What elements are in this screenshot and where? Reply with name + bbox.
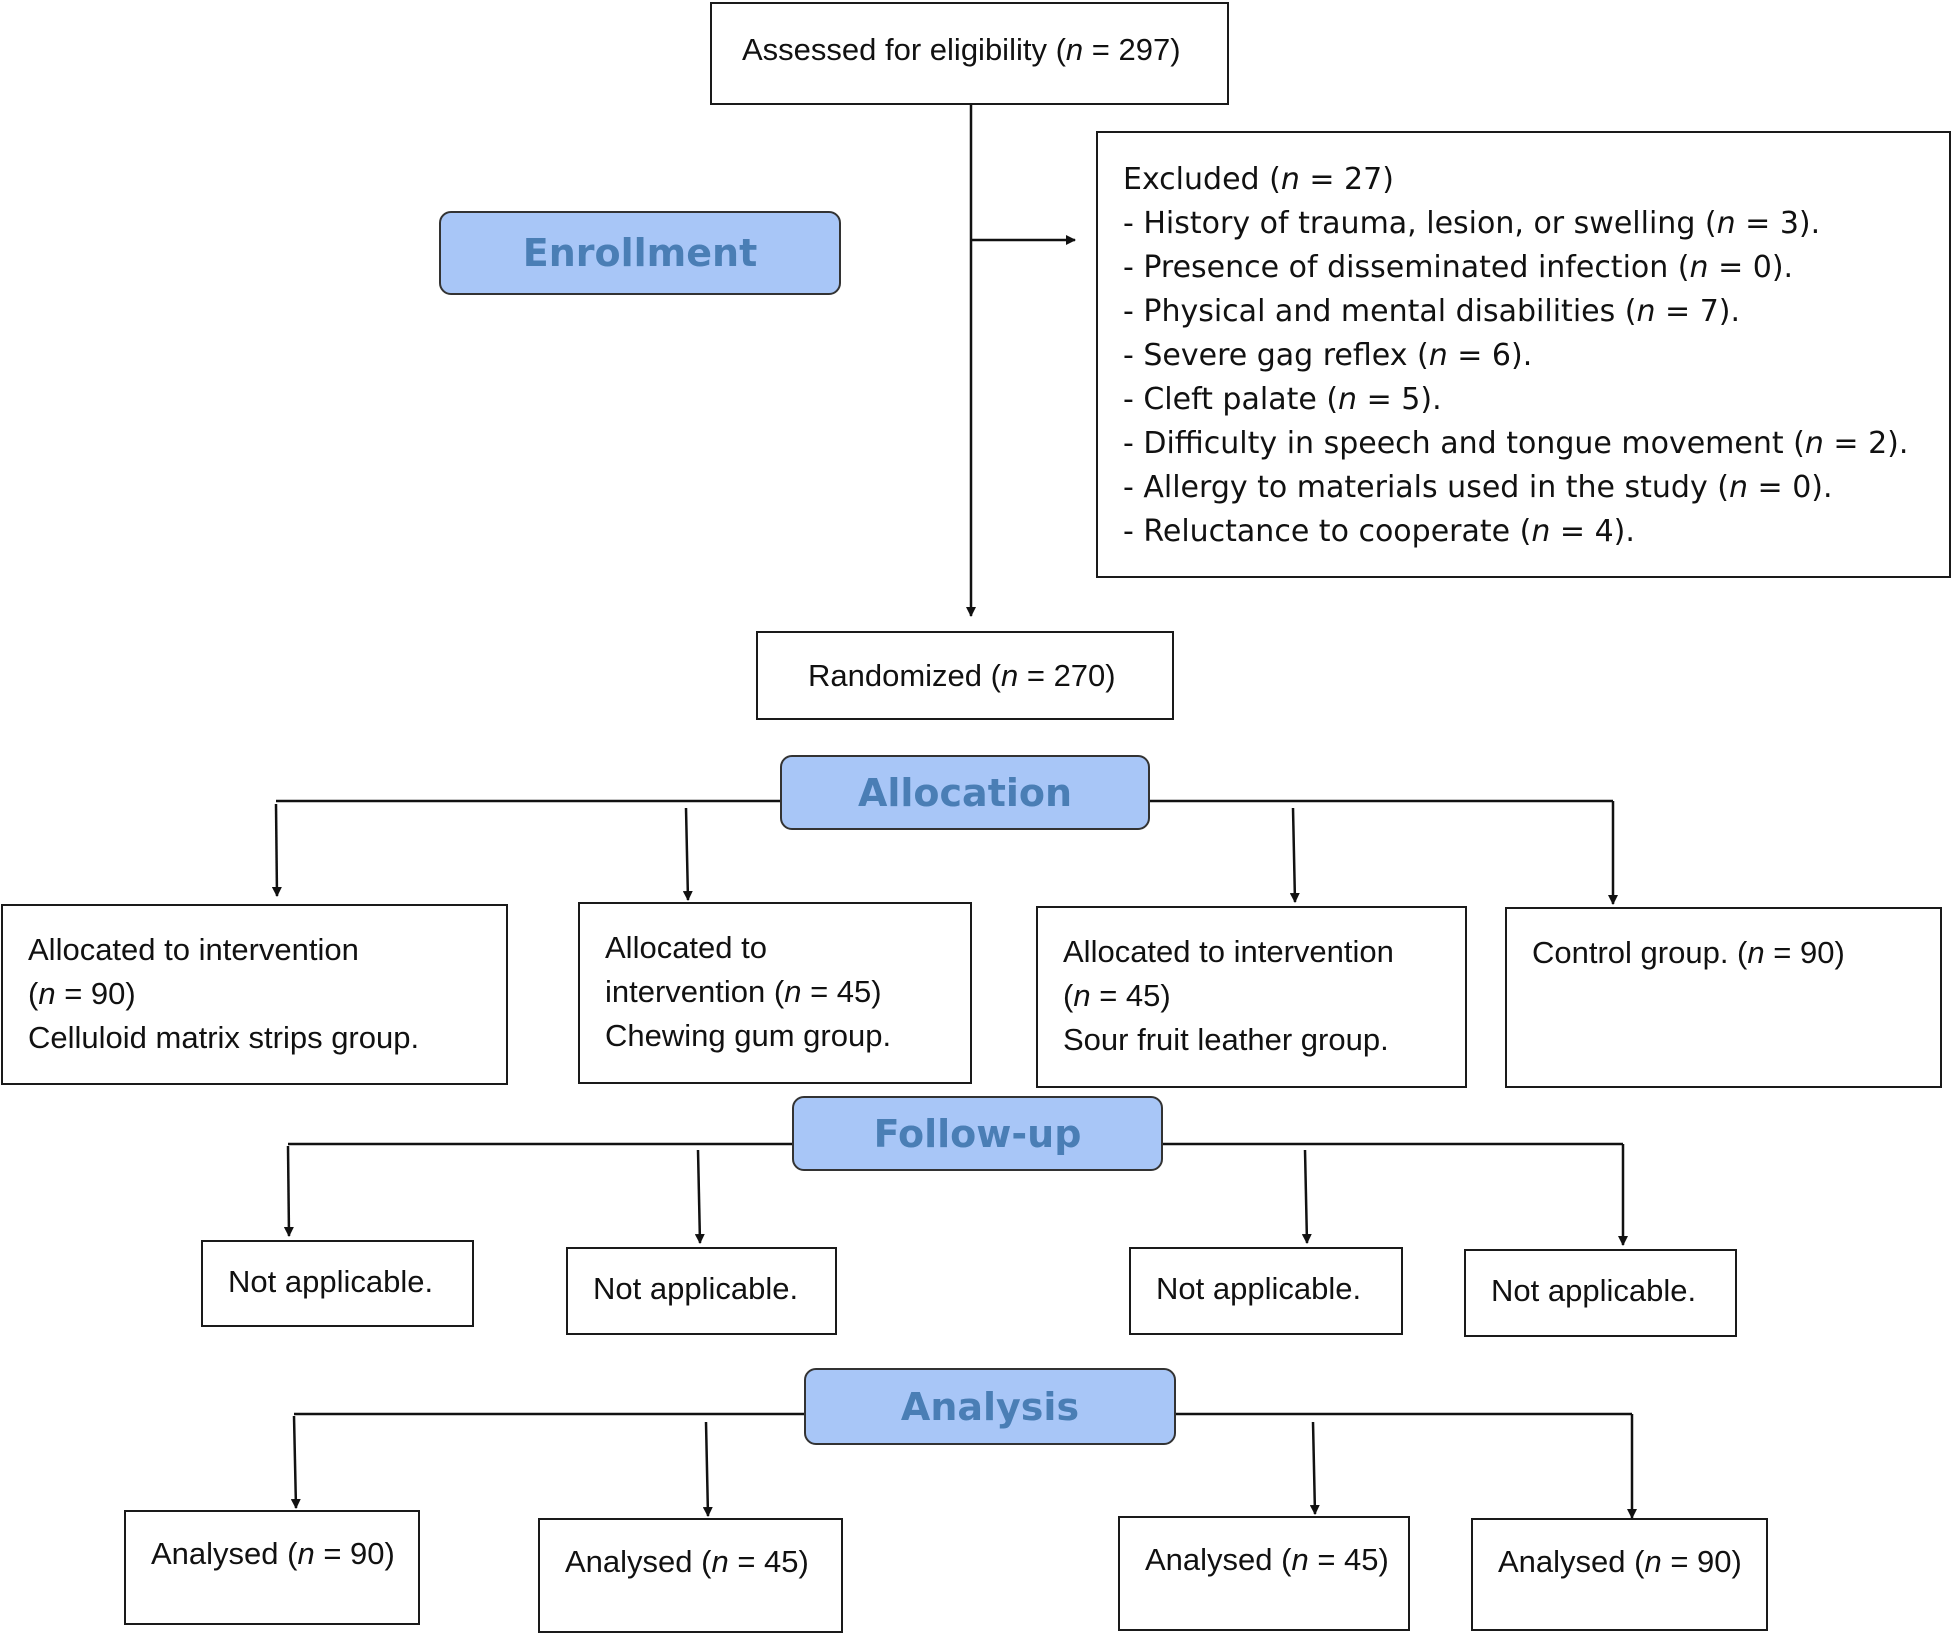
excluded-item: - Cleft palate (n = 5). <box>1123 382 1442 417</box>
stage-allocation: Allocation <box>780 755 1150 830</box>
stage-followup: Follow-up <box>792 1096 1163 1171</box>
randomized-box: Randomized (n = 270) <box>756 631 1174 720</box>
assessed-text: Assessed for eligibility (n = 297) <box>742 32 1181 67</box>
excluded-item: - Physical and mental disabilities (n = … <box>1123 294 1741 329</box>
excluded-list: Excluded (n = 27) - History of trauma, l… <box>1123 158 1908 554</box>
randomized-text: Randomized (n = 270) <box>808 658 1116 693</box>
analysed-text: Analysed (n = 45) <box>1145 1542 1389 1577</box>
excluded-item: - Allergy to materials used in the study… <box>1123 470 1833 505</box>
allocated-box-sour-fruit-leather: Allocated to intervention (n = 45) Sour … <box>1036 906 1467 1088</box>
allocated-box-chewing-gum: Allocated to intervention (n = 45) Chewi… <box>578 902 972 1084</box>
analysis-arrow-2 <box>702 1421 713 1517</box>
excluded-item: - Severe gag reflex (n = 6). <box>1123 338 1533 373</box>
stage-analysis: Analysis <box>804 1368 1176 1445</box>
followup-arrow-1 <box>283 1145 294 1237</box>
followup-box: Not applicable. <box>1464 1249 1737 1337</box>
followup-text: Not applicable. <box>1491 1273 1697 1308</box>
allocated-text: Allocated to intervention (n = 45) Chewi… <box>605 930 892 1053</box>
excluded-header: Excluded (n = 27) <box>1123 162 1394 197</box>
allocated-text: Allocated to intervention (n = 90) Cellu… <box>28 932 420 1055</box>
followup-text: Not applicable. <box>1156 1271 1362 1306</box>
analysed-text: Analysed (n = 45) <box>565 1544 809 1579</box>
followup-box: Not applicable. <box>201 1240 474 1327</box>
followup-text: Not applicable. <box>593 1271 799 1306</box>
analysed-box: Analysed (n = 90) <box>124 1510 420 1625</box>
analysed-box: Analysed (n = 90) <box>1471 1518 1768 1631</box>
excluded-item: - History of trauma, lesion, or swelling… <box>1123 206 1821 241</box>
followup-arrow-2 <box>694 1149 705 1244</box>
alloc-arrow-2 <box>682 807 693 901</box>
excluded-item: - Presence of disseminated infection (n … <box>1123 250 1794 285</box>
stage-enrollment: Enrollment <box>439 211 841 295</box>
allocated-text: Allocated to intervention (n = 45) Sour … <box>1063 934 1394 1057</box>
followup-text: Not applicable. <box>228 1264 434 1299</box>
analysed-text: Analysed (n = 90) <box>1498 1544 1742 1579</box>
excluded-box: Excluded (n = 27) - History of trauma, l… <box>1096 131 1951 578</box>
allocated-text: Control group. (n = 90) <box>1532 935 1845 970</box>
excluded-item: - Reluctance to cooperate (n = 4). <box>1123 514 1635 549</box>
analysis-arrow-3 <box>1309 1421 1320 1515</box>
allocated-box-celluloid: Allocated to intervention (n = 90) Cellu… <box>1 904 508 1085</box>
alloc-arrow-3 <box>1289 807 1300 903</box>
followup-box: Not applicable. <box>566 1247 837 1335</box>
analysed-text: Analysed (n = 90) <box>151 1536 395 1571</box>
analysis-arrow-1 <box>290 1415 301 1509</box>
allocated-box-control: Control group. (n = 90) <box>1505 907 1942 1088</box>
followup-arrow-3 <box>1301 1149 1312 1244</box>
excluded-item: - Difficulty in speech and tongue moveme… <box>1123 426 1909 461</box>
analysed-box: Analysed (n = 45) <box>1118 1516 1410 1631</box>
alloc-arrow-1 <box>271 803 282 897</box>
assessed-box: Assessed for eligibility (n = 297) <box>710 2 1229 105</box>
followup-box: Not applicable. <box>1129 1247 1403 1335</box>
analysed-box: Analysed (n = 45) <box>538 1518 843 1633</box>
